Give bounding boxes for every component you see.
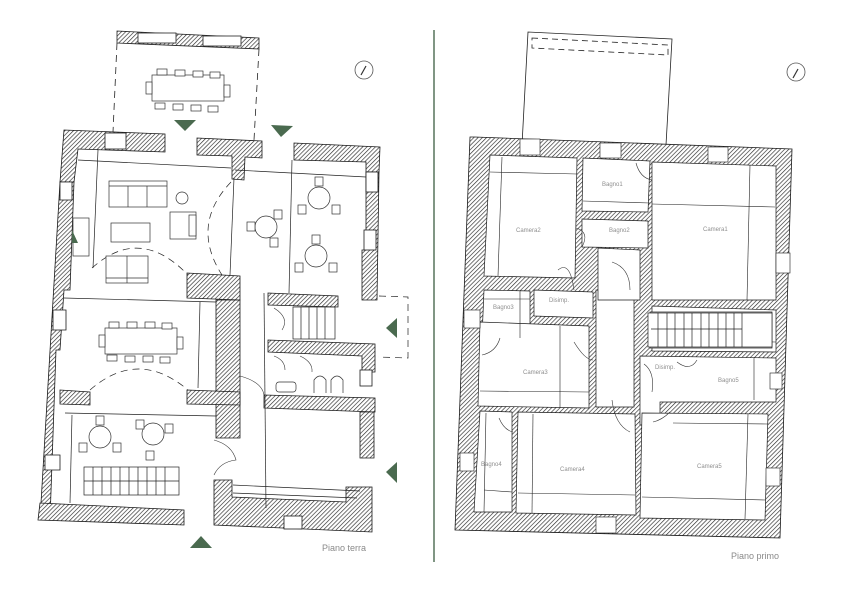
door-swings [213, 307, 313, 476]
room-label-camera3: Camera3 [523, 370, 548, 376]
entrance-arrow-icon [174, 120, 196, 131]
room-label-camera5: Camera5 [697, 464, 722, 470]
room-label-disimp-1: Disimp. [549, 298, 570, 304]
entrance-arrow-icon [386, 318, 397, 338]
ground-floor-plan [37, 30, 409, 548]
entrance-arrow-icon [386, 462, 397, 483]
room-label-camera4: Camera4 [560, 467, 585, 473]
round-table-icon [78, 176, 341, 461]
room-label-bagno3: Bagno3 [493, 305, 514, 311]
room-label-bagno2: Bagno2 [609, 228, 630, 234]
room-label-bagno4: Bagno4 [481, 462, 502, 468]
armchair-icon [169, 211, 197, 240]
entrance-arrow-icon [271, 125, 293, 137]
room-label-bagno5: Bagno5 [718, 378, 739, 384]
first-floor-plan [454, 31, 806, 539]
north-compass-icon [786, 62, 806, 82]
first-floor-rooms [473, 154, 777, 521]
terrace-outline [521, 31, 673, 146]
ground-floor-walls [37, 129, 381, 533]
first-floor-windows [459, 138, 791, 534]
toilet-icon [313, 375, 327, 393]
floor-title-ground: Piano terra [322, 543, 367, 553]
ground-floor-interior-lines [63, 149, 409, 509]
side-table-icon [175, 191, 189, 205]
sofa-icon [105, 255, 149, 284]
fireplace-icon [72, 217, 90, 257]
room-label-disimp-2: Disimp. [655, 365, 676, 371]
stairs-icon [83, 306, 336, 496]
terrace-pergola [112, 30, 260, 141]
floor-title-first: Piano primo [731, 551, 780, 561]
sink-icon [275, 381, 297, 393]
room-label-bagno1: Bagno1 [602, 182, 623, 188]
bidet-icon [330, 375, 344, 393]
coffee-table-icon [110, 222, 151, 243]
sofa-icon [108, 180, 168, 208]
stairs-icon [647, 312, 773, 348]
door-swings [481, 162, 698, 433]
entrance-arrow-icon [190, 536, 212, 548]
room-label-camera2: Camera2 [516, 228, 541, 234]
dining-table-icon [98, 321, 184, 364]
room-label-camera1: Camera1 [703, 227, 728, 233]
north-compass-icon [354, 60, 374, 80]
dining-table-icon [145, 68, 231, 113]
